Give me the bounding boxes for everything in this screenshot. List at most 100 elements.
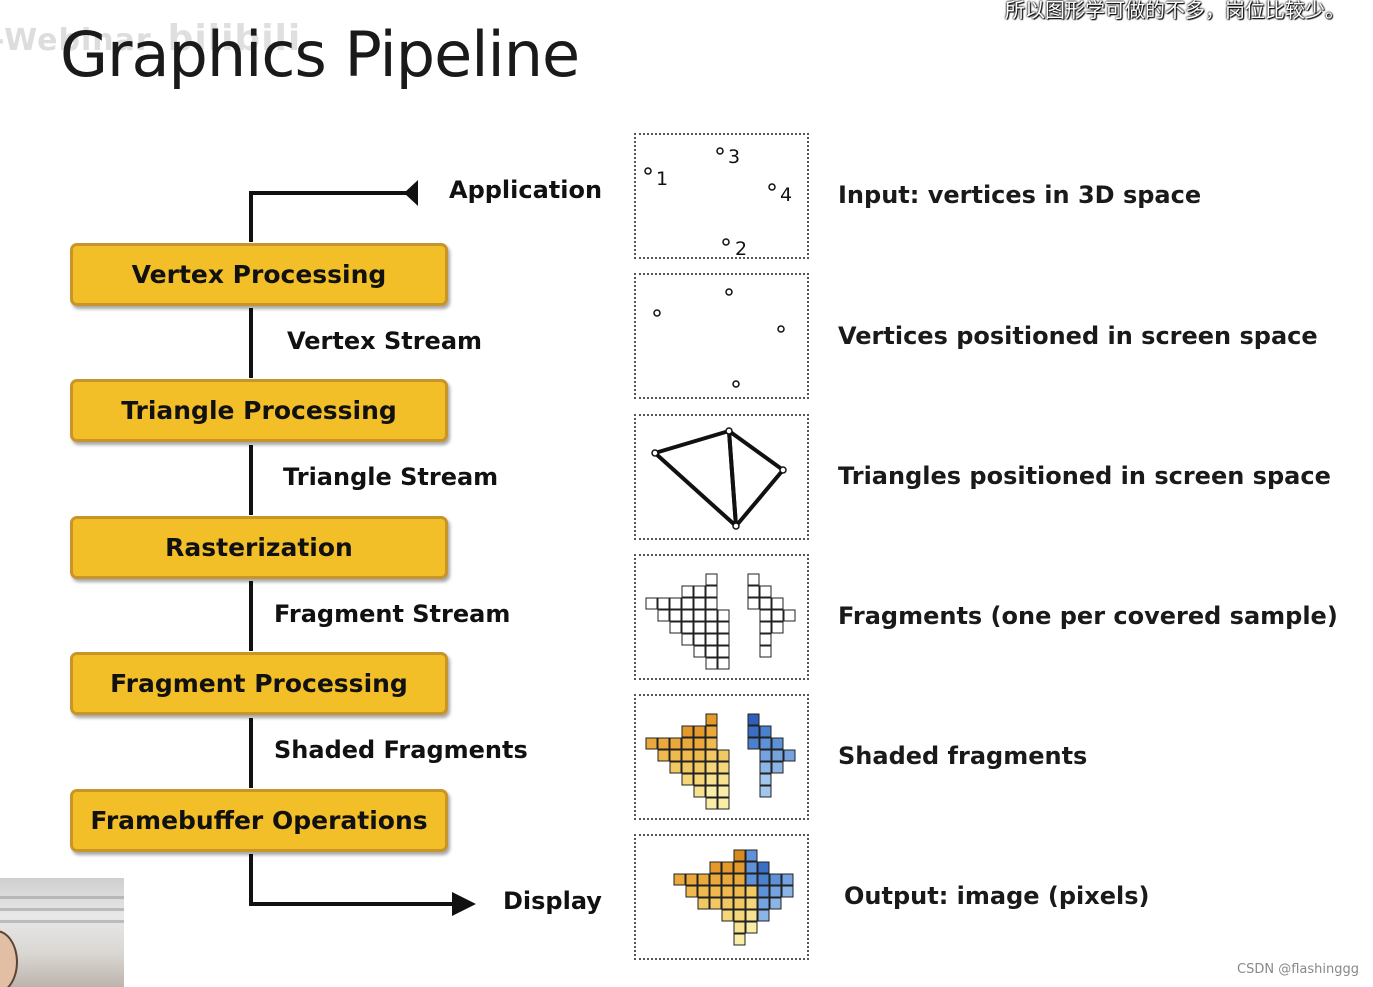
shaded-fragment-cell [645,737,658,750]
triangle-right [727,429,785,528]
fragments-figure [645,573,796,670]
shaded-fragment-cell [693,737,706,750]
presenter-webcam [0,878,124,987]
output-pixel [781,885,794,898]
fragment-cell [771,597,784,610]
output-pixel [757,909,770,922]
fragment-cell [771,609,784,622]
triangles-figure [651,427,787,530]
stage-triangle-processing: Triangle Processing [70,379,448,442]
screen-vertex [725,288,733,296]
output-pixel [781,873,794,886]
stage-fragment-processing: Fragment Processing [70,652,448,715]
shaded-fragment-cell [759,749,772,762]
output-pixel [697,873,710,886]
shaded-fragment-cell [705,773,718,786]
output-pixel [697,885,710,898]
shaded-fragment-cell [669,749,682,762]
description-input: Input: vertices in 3D space [838,181,1202,209]
panel-input-vertices: 1 3 4 2 [634,133,809,260]
shaded-fragment-cell [759,737,772,750]
output-pixel [685,873,698,886]
description-fragments: Fragments (one per covered sample) [838,602,1338,630]
fragment-cell [681,621,694,634]
shaded-fragment-cell [657,749,670,762]
shaded-fragment-cell [747,725,760,738]
shaded-fragment-cell [759,725,772,738]
description-output: Output: image (pixels) [844,882,1150,910]
application-arrowhead [404,180,418,206]
fragment-cell [705,585,718,598]
output-pixel [769,897,782,910]
output-pixel [733,885,746,898]
shaded-fragment-cell [669,737,682,750]
output-pixel [769,873,782,886]
fragment-cell [681,597,694,610]
shaded-fragment-cell [681,761,694,774]
fragment-cell [705,597,718,610]
fragment-cell [645,597,658,610]
fragment-cell [681,609,694,622]
display-arrowhead [452,892,476,916]
video-subtitle: 所以图形学可做的不多，岗位比较少。 [1005,0,1345,22]
screen-vertex [777,325,785,333]
vertex-label-3: 3 [728,146,740,168]
fragment-cell [771,621,784,634]
output-pixel [733,873,746,886]
fragment-cell [783,609,796,622]
vertex-point-2 [722,238,730,246]
shaded-fragment-cell [681,749,694,762]
fragment-cell [657,609,670,622]
shaded-fragment-cell [705,749,718,762]
triangle-left [653,429,738,528]
fragment-cell [759,585,772,598]
shaded-fragment-cell [693,749,706,762]
shaded-fragment-cell [771,737,784,750]
output-pixel [757,897,770,910]
output-pixel [709,861,722,874]
shaded-fragment-cell [771,749,784,762]
display-label: Display [503,887,602,915]
stream-fragment: Fragment Stream [274,600,511,628]
shaded-fragment-cell [705,797,718,810]
shaded-fragment-cell [705,785,718,798]
shaded-fragment-cell [717,773,730,786]
shaded-fragments-figure [645,713,796,810]
shaded-fragment-cell [693,773,706,786]
input-vertices-figure: 1 3 4 2 [644,146,792,260]
stream-triangle: Triangle Stream [283,463,499,491]
fragment-cell [717,609,730,622]
fragment-cell [669,609,682,622]
output-pixel [745,885,758,898]
shaded-fragment-cell [705,737,718,750]
output-pixel [745,861,758,874]
stage-rasterization: Rasterization [70,516,448,579]
fragment-cell [693,585,706,598]
panel-triangles [634,414,809,540]
fragment-cell [669,621,682,634]
fragment-cell [681,585,694,598]
output-pixel [745,921,758,934]
shaded-fragment-cell [717,797,730,810]
fragment-cell [693,621,706,634]
screen-vertices-figure [653,288,785,388]
shaded-fragment-cell [705,761,718,774]
output-pixel [733,897,746,910]
output-pixel [721,861,734,874]
fragment-cell [759,645,772,658]
stream-vertex: Vertex Stream [287,327,483,355]
fragment-cell [759,609,772,622]
presenter-face [0,930,18,987]
shaded-fragment-cell [747,713,760,726]
output-pixel [709,873,722,886]
bilibili-logo: bilibili [167,18,302,59]
application-connector [249,191,410,242]
shaded-fragment-cell [693,785,706,798]
output-pixel [769,885,782,898]
output-pixel [745,849,758,862]
shaded-fragment-cell [657,737,670,750]
stage-vertex-processing: Vertex Processing [70,243,448,306]
output-pixel [745,897,758,910]
